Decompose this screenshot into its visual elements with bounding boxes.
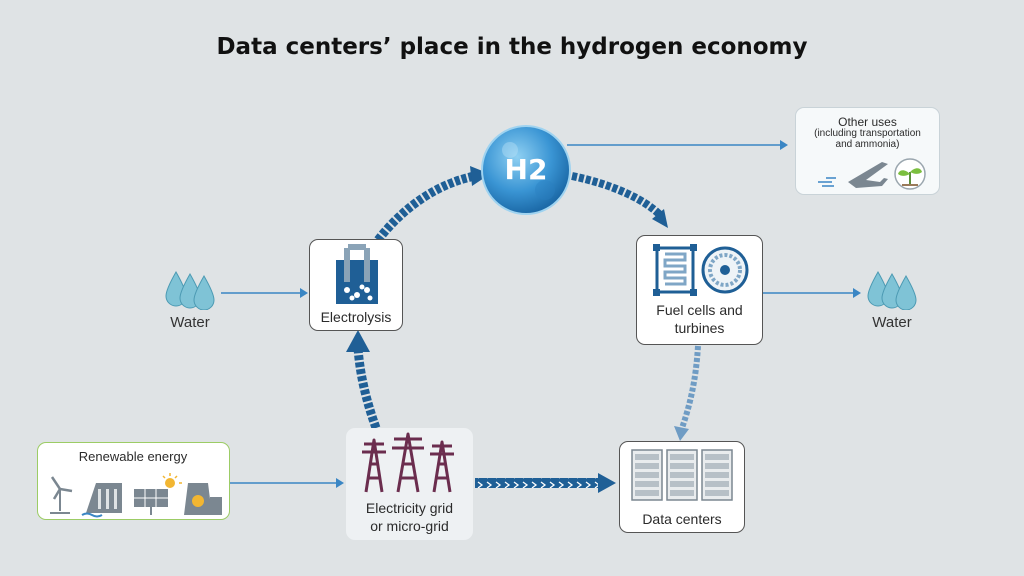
grid-label-line2: or micro-grid [370,518,449,534]
fuelcells-label-line1: Fuel cells and [656,302,743,318]
arrow-fuelcells-to-datacenters [674,345,701,441]
water-drops-icon [867,270,917,310]
water-out-label: Water [872,314,912,331]
electrolysis-icon [336,244,378,304]
other-uses-icons [818,158,926,190]
hydro-dam-icon [81,483,122,518]
arrow-grid-to-electrolysis [346,330,381,430]
datacenters-node: Data centers [619,441,745,533]
grid-node: Electricity grid or micro-grid [346,428,473,540]
fuelcell-turbine-icon [653,244,749,296]
water-in: Water [160,268,220,348]
other-uses-node: Other uses (including transportation and… [795,107,940,195]
h2-label: H2 [504,153,548,186]
diagram-title: Data centers’ place in the hydrogen econ… [216,34,808,60]
h2-circle [481,125,571,215]
arrow-h2-to-fuelcells [571,172,668,228]
solar-panel-icon [134,473,182,515]
water-out: Water [862,268,922,348]
water-drops-icon [165,270,215,310]
renewable-label: Renewable energy [78,449,188,464]
arrow-electrolysis-to-h2 [374,166,490,243]
other-uses-label: Other uses [838,115,897,129]
grid-label-line1: Electricity grid [365,500,454,516]
electrolysis-label: Electrolysis [320,309,392,325]
plant-sprout-icon [894,158,926,190]
water-in-label: Water [170,314,210,331]
renewable-energy-node: Renewable energy [37,442,230,520]
power-towers-icon [362,432,454,493]
airplane-icon [818,162,888,188]
nuclear-plant-icon [184,483,222,515]
other-uses-sub-line1: (including transportation [814,128,921,139]
server-racks-icon [631,449,733,501]
renewable-sources-icon [50,473,222,518]
arrow-grid-to-datacenters [475,473,616,493]
wind-turbine-icon [50,476,73,514]
fuelcells-label-line2: turbines [674,320,725,336]
fuelcells-node: Fuel cells and turbines [636,235,763,345]
electrolysis-node: Electrolysis [309,239,403,331]
other-uses-sub-line2: and ammonia) [835,139,900,150]
datacenters-label: Data centers [642,511,722,527]
